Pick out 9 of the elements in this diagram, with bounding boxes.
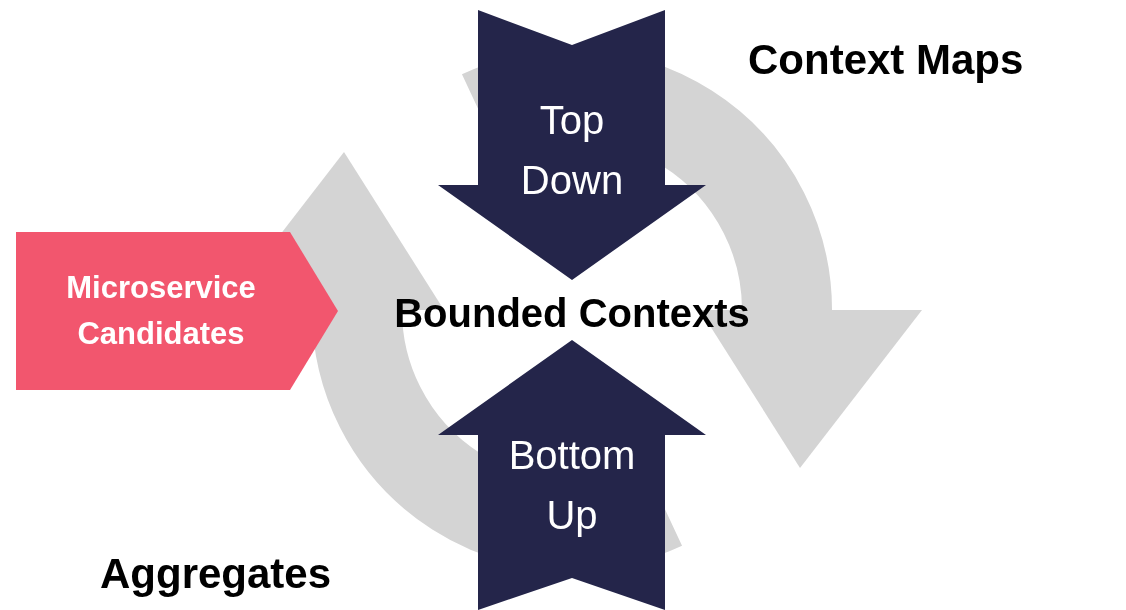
shape-label: Microservice Candidates (65, 269, 257, 353)
arrow-shape (438, 10, 706, 280)
pentagon-box (16, 232, 338, 390)
arrow-shape (438, 340, 706, 610)
heading-text: Aggregates (100, 549, 332, 599)
heading-text: Bounded Contexts (394, 285, 750, 341)
heading-text: Context Maps (748, 35, 1024, 85)
shape-label: Bottom Up (507, 432, 637, 539)
shape-label: Top Down (519, 97, 625, 204)
